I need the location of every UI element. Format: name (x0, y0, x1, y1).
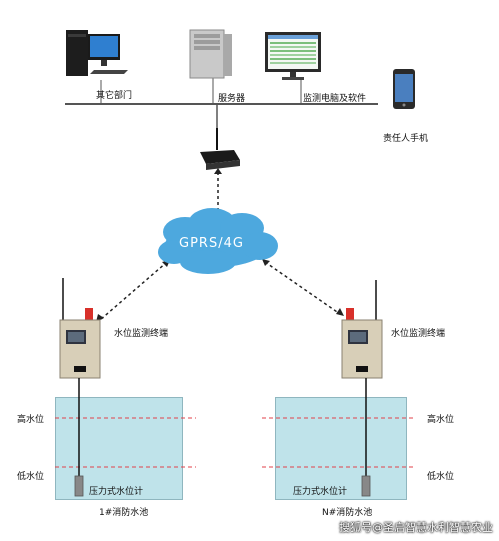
right-high-level-label: 高水位 (427, 415, 455, 425)
server-label: 服务器 (218, 94, 246, 104)
router-icon (200, 128, 240, 170)
terminal-right-label: 水位监测终端 (391, 329, 446, 339)
cloud-left-terminal-link (99, 261, 168, 321)
phone-label: 责任人手机 (383, 134, 429, 144)
monitor-pc-label: 监测电脑及软件 (303, 94, 367, 104)
left-terminal-icon (59, 278, 101, 379)
mobile-phone-icon (393, 69, 415, 109)
monitoring-computer-icon (265, 32, 321, 80)
right-tank-name: N#消防水池 (322, 508, 373, 518)
right-pressure-sensor-icon (361, 475, 371, 497)
terminal-left-label: 水位监测终端 (114, 329, 169, 339)
left-low-level-label: 低水位 (17, 472, 45, 482)
watermark-text: 搜狐号@圣启智慧水利智慧农业 (339, 521, 493, 534)
left-high-level-label: 高水位 (17, 415, 45, 425)
server-tower-icon (189, 29, 232, 79)
left-gauge-label: 压力式水位计 (89, 487, 144, 497)
right-gauge-label: 压力式水位计 (293, 487, 348, 497)
desktop-pc-icon (66, 30, 128, 76)
network-cloud-icon (158, 208, 278, 274)
right-tank (275, 397, 407, 500)
left-pressure-sensor-icon (74, 475, 84, 497)
network-label: GPRS/4G (179, 236, 244, 251)
right-low-level-label: 低水位 (427, 472, 455, 482)
left-tank-name: 1#消防水池 (99, 508, 149, 518)
other-dept-label: 其它部门 (96, 91, 133, 101)
right-terminal-icon (341, 280, 383, 379)
